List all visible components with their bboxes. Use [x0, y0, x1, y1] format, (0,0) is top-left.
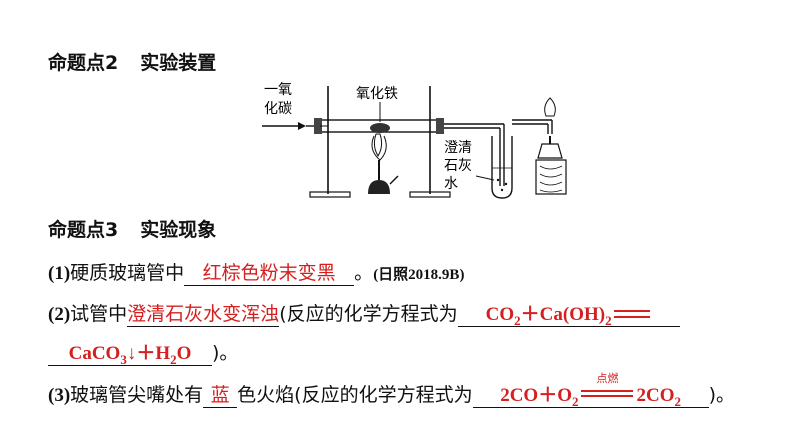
heading-3-title: 实验现象: [140, 219, 217, 241]
ignite-condition: 点燃: [596, 372, 619, 385]
heading-2-label: 命题点2: [48, 52, 119, 74]
q2-text2: (反应的化学方程式为: [279, 303, 458, 325]
q1-number: (1): [48, 263, 71, 284]
limewater-label-line2: 石灰: [444, 158, 472, 174]
limewater-label-line1: 澄清: [444, 140, 472, 156]
alcohol-burner: [368, 180, 390, 194]
limewater-label-line3: 水: [444, 176, 458, 192]
heading-proposition-3: 命题点3 实验现象: [48, 215, 216, 242]
equals-sign: [612, 307, 652, 321]
q2-number: (2): [48, 304, 71, 325]
question-2-continued: CaCO3↓＋H2O)。: [48, 338, 238, 366]
gas-in-label-line2: 化碳: [264, 101, 292, 117]
q3-answer: 蓝: [203, 384, 238, 408]
q2-equation-left: CO2＋Ca(OH)2: [457, 304, 680, 327]
q2-answer: 澄清石灰水变浑浊: [127, 303, 280, 327]
heading-3-label: 命题点3: [48, 219, 119, 241]
q3-text: 玻璃管尖嘴处有: [70, 384, 204, 406]
q1-after: 。: [354, 262, 374, 284]
heading-2-title: 实验装置: [140, 52, 217, 74]
q3-end: )。: [708, 384, 736, 406]
q3-text2: 色火焰(反应的化学方程式为: [237, 384, 473, 406]
q1-answer: 红棕色粉末变黑: [184, 262, 355, 286]
q2-end: )。: [212, 342, 239, 364]
reaction-condition: 点燃: [579, 372, 635, 403]
q1-text: 硬质玻璃管中: [70, 262, 185, 284]
question-1: (1)硬质玻璃管中红棕色粉末变黑。(日照2018.9B): [48, 258, 464, 286]
gas-in-label-line1: 一氧: [264, 82, 292, 98]
test-tube: [491, 136, 513, 199]
q1-source: (日照2018.9B): [373, 267, 465, 283]
q3-number: (3): [48, 385, 71, 406]
oxide-label: 氧化铁: [356, 86, 398, 102]
right-alcohol-burner: [537, 143, 563, 159]
q2-equation-right: CaCO3↓＋H2O: [48, 343, 212, 366]
q2-text: 试管中: [70, 303, 128, 325]
iron-oxide-powder: [370, 123, 390, 133]
heading-proposition-2: 命题点2 实验装置: [48, 48, 216, 75]
tip-flame: [544, 97, 556, 117]
experiment-apparatus-diagram: 一氧 化碳 氧化铁 澄清 石灰 水: [262, 82, 567, 199]
